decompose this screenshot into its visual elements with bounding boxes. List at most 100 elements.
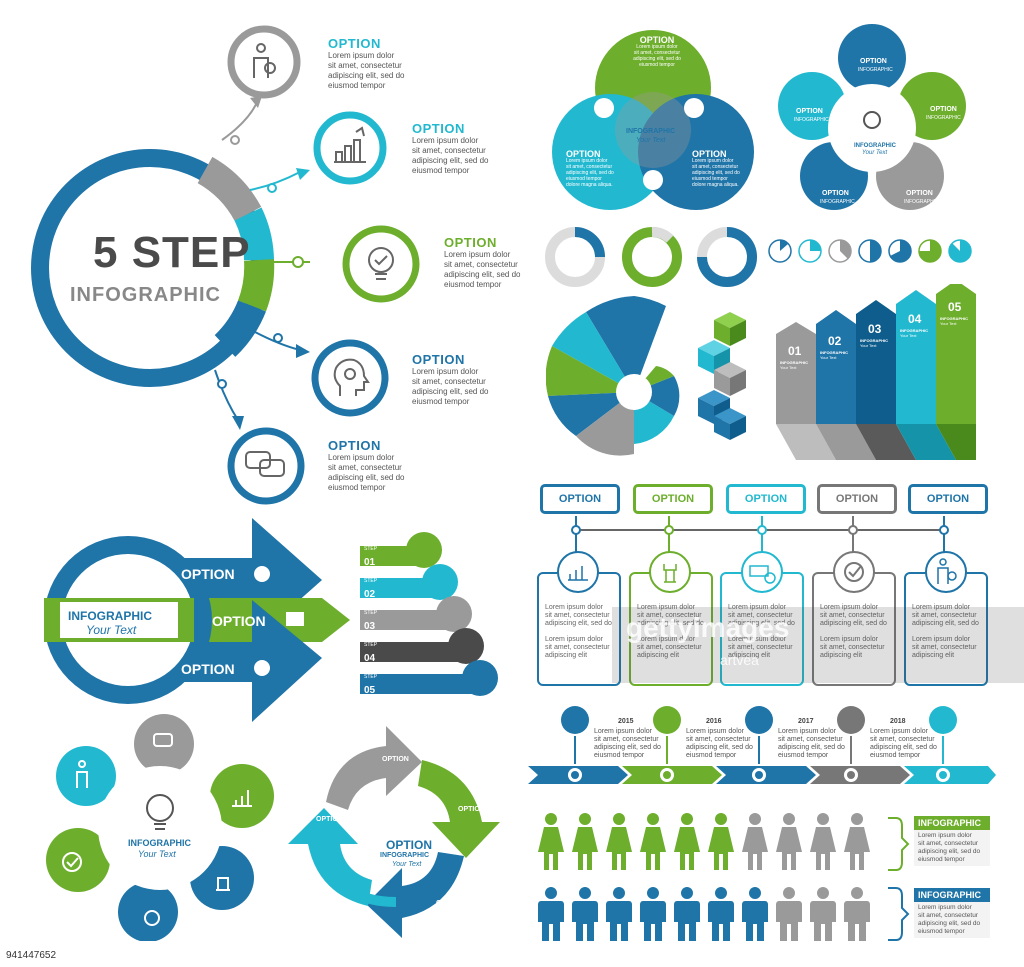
people-box-title: INFOGRAPHIC (914, 816, 990, 830)
three-arrow-option: OPTION (212, 613, 266, 629)
timeline-text-line: sit amet, consectetur (594, 736, 659, 743)
cycle-center-sub: INFOGRAPHIC (380, 852, 429, 859)
flower-diagram (778, 24, 966, 210)
money-coins-icon (749, 565, 776, 584)
flow-card-line: adipiscing elit (728, 652, 771, 659)
checkmark-icon (62, 852, 82, 872)
people-row-men (534, 886, 884, 948)
step-circle-1 (227, 25, 301, 99)
step-text-line: adipiscing elit, sed do (412, 156, 489, 165)
flow-card-line: sit amet, consectetur (912, 612, 977, 619)
flow-card-line: adipiscing elit, sed do (545, 620, 612, 627)
flow-card-line: adipiscing elit (912, 652, 955, 659)
growth-chart-icon (232, 790, 252, 807)
venn-item-line: Lorem ipsum dolor (636, 44, 678, 50)
checkmark-icon (844, 562, 864, 582)
timeline-text-line: eiusmod tempor (870, 752, 921, 759)
people-box-line: Lorem ipsum dolor (918, 904, 972, 911)
bar-label-title: INFOGRAPHIC (780, 360, 808, 365)
footer-bar (0, 941, 1024, 967)
timeline-text-line: Lorem ipsum dolor (594, 728, 652, 735)
swirl-center-title: INFOGRAPHIC (128, 838, 191, 848)
head-gear-icon (333, 358, 370, 396)
flow-card-line: sit amet, consectetur (820, 644, 885, 651)
venn-item-line: adipiscing elit, sed do (633, 56, 681, 62)
step-circle-3 (342, 225, 420, 303)
timeline-year: 2017 (798, 718, 814, 725)
woman-icon (844, 813, 870, 870)
flow-card-line: sit amet, consectetur (637, 644, 702, 651)
small-step-num: 04 (364, 653, 376, 664)
flow-option-box: OPTION (817, 484, 897, 514)
step-option-title: OPTION (412, 121, 465, 136)
woman-icon (640, 813, 666, 870)
flow-card-line: adipiscing elit, sed do (820, 620, 887, 627)
step-option-title: OPTION (328, 438, 381, 453)
timeline-text-line: adipiscing elit, sed do (870, 744, 937, 751)
people-box-line: sit amet, consectetur (918, 840, 978, 847)
flow-card-line: sit amet, consectetur (912, 644, 977, 651)
flow-card-line: Lorem ipsum dolor (820, 604, 878, 611)
three-arrow-center-sub: Your Text (86, 623, 137, 637)
flow-card-line: adipiscing elit (637, 652, 680, 659)
money-coins-icon (144, 910, 160, 926)
man-icon (708, 887, 734, 944)
venn-item-line: Lorem ipsum dolor (566, 158, 608, 164)
timeline-text-line: sit amet, consectetur (778, 736, 843, 743)
five-step-title: 5 STEP (93, 228, 251, 277)
person-gear-icon (937, 558, 957, 584)
flow-card-line: Lorem ipsum dolor (637, 604, 695, 611)
venn-center-title: INFOGRAPHIC (626, 128, 675, 135)
step-circle-2 (313, 111, 387, 185)
venn-item-line: adipiscing elit, sed do (692, 170, 740, 176)
flower-item-title: OPTION (930, 106, 957, 113)
timeline-graphic (528, 706, 996, 784)
venn-diagram (552, 30, 754, 210)
cycle-option: OPTION (436, 900, 463, 907)
cycle-center-sub2: Your Text (392, 861, 422, 868)
timeline-text-line: sit amet, consectetur (870, 736, 935, 743)
chat-bubbles-icon (153, 733, 173, 747)
watermark-credit: artvea (720, 652, 759, 668)
five-step-subtitle: INFOGRAPHIC (70, 284, 221, 306)
image-id: 941447652 (6, 950, 57, 961)
bar-label-sub: Your Text (940, 321, 957, 326)
people-box-line: eiusmod tempor (918, 856, 965, 863)
man-icon (844, 887, 870, 944)
flow-card-line: Lorem ipsum dolor (912, 636, 970, 643)
small-step-num: 02 (364, 589, 376, 600)
flow-card-line: sit amet, consectetur (728, 644, 793, 651)
woman-icon (606, 813, 632, 870)
flow-card-line: Lorem ipsum dolor (820, 636, 878, 643)
woman-icon (810, 813, 836, 870)
chess-rook-icon (216, 877, 230, 891)
man-icon (572, 887, 598, 944)
three-arrow-option: OPTION (181, 661, 235, 677)
step-circle-5 (227, 427, 305, 505)
watermark-text: gettyimages (626, 612, 790, 643)
timeline-text-line: adipiscing elit, sed do (686, 744, 753, 751)
step-circle-4 (311, 339, 389, 417)
step-text-line: sit amet, consectetur (444, 260, 518, 269)
flow-card-line: Lorem ipsum dolor (728, 636, 786, 643)
flow-card-line: sit amet, consectetur (820, 612, 885, 619)
bar-label-sub: Your Text (900, 333, 917, 338)
bar-number: 01 (788, 344, 802, 358)
venn-item-line: sit amet, consectetur (633, 50, 681, 56)
watermark-band (612, 607, 1024, 683)
flow-card-line: sit amet, consectetur (728, 612, 793, 619)
man-icon (606, 887, 632, 944)
venn-item-line: eiusmod tempor (639, 62, 675, 68)
people-box-line: eiusmod tempor (918, 928, 965, 935)
step-text-line: eiusmod tempor (328, 81, 386, 90)
person-gear-icon (253, 43, 276, 78)
timeline-year: 2016 (706, 718, 722, 725)
